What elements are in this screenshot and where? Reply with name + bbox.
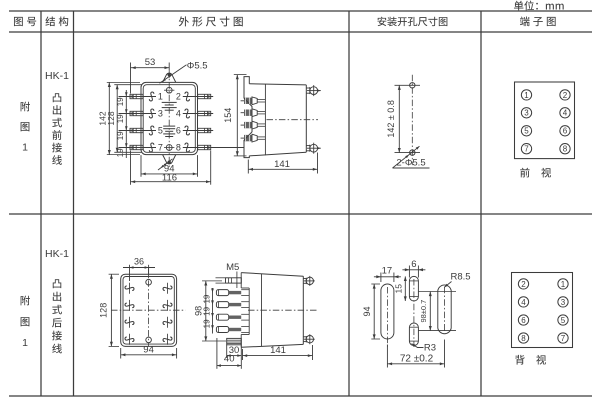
svg-text:19: 19 — [203, 294, 212, 303]
svg-text:4: 4 — [521, 298, 526, 307]
svg-text:19: 19 — [116, 131, 125, 140]
svg-text:8: 8 — [176, 143, 181, 153]
svg-text:72 ±0.2: 72 ±0.2 — [400, 353, 434, 364]
svg-text:8: 8 — [563, 145, 568, 154]
svg-text:36: 36 — [134, 257, 144, 267]
svg-text:19: 19 — [116, 114, 125, 123]
svg-text:7: 7 — [158, 143, 163, 153]
svg-text:154: 154 — [223, 108, 233, 123]
svg-text:141: 141 — [274, 159, 290, 170]
svg-text:6: 6 — [176, 126, 181, 136]
svg-text:98: 98 — [194, 306, 204, 316]
svg-text:98±0.7: 98±0.7 — [419, 300, 428, 323]
svg-text:2: 2 — [563, 91, 568, 100]
svg-text:4: 4 — [563, 109, 568, 118]
svg-text:94: 94 — [362, 306, 372, 316]
svg-text:116: 116 — [162, 172, 177, 183]
svg-text:141: 141 — [270, 345, 286, 356]
svg-text:7: 7 — [561, 334, 566, 343]
svg-text:19: 19 — [203, 319, 212, 328]
svg-text:4: 4 — [176, 109, 181, 119]
svg-text:1: 1 — [158, 92, 163, 102]
svg-text:128: 128 — [98, 303, 108, 318]
svg-text:8: 8 — [521, 334, 526, 343]
svg-text:M5: M5 — [226, 262, 239, 273]
svg-text:19: 19 — [116, 148, 125, 157]
svg-text:3: 3 — [524, 109, 529, 118]
svg-text:5: 5 — [158, 126, 163, 136]
svg-text:53: 53 — [145, 57, 156, 68]
svg-text:3: 3 — [158, 109, 163, 119]
svg-text:2: 2 — [176, 92, 181, 102]
svg-text:1: 1 — [561, 280, 566, 289]
svg-text:15: 15 — [393, 284, 403, 294]
svg-text:R3: R3 — [424, 342, 436, 353]
svg-text:Φ5.5: Φ5.5 — [187, 60, 208, 71]
svg-text:5: 5 — [524, 127, 529, 136]
svg-text:1: 1 — [22, 337, 28, 349]
svg-text:19: 19 — [203, 306, 212, 315]
svg-text:R8.5: R8.5 — [450, 271, 470, 282]
svg-text:128: 128 — [106, 111, 116, 125]
svg-text:142 ± 0.8: 142 ± 0.8 — [386, 100, 396, 137]
svg-text:6: 6 — [521, 316, 526, 325]
svg-text:17: 17 — [382, 265, 393, 276]
svg-text:19: 19 — [116, 97, 125, 106]
svg-text:30: 30 — [229, 345, 240, 356]
svg-text:40: 40 — [224, 354, 235, 365]
svg-text:3: 3 — [561, 298, 566, 307]
svg-text:94: 94 — [143, 345, 154, 356]
svg-text:94: 94 — [164, 163, 175, 174]
svg-text:142: 142 — [97, 111, 107, 125]
svg-text:1: 1 — [524, 91, 529, 100]
svg-text:2: 2 — [521, 280, 526, 289]
svg-text:1: 1 — [22, 142, 28, 154]
svg-text:HK-1: HK-1 — [45, 248, 69, 260]
svg-text:6: 6 — [411, 259, 416, 270]
svg-text:5: 5 — [561, 316, 566, 325]
svg-text:6: 6 — [563, 127, 568, 136]
svg-text:2-Φ5.5: 2-Φ5.5 — [396, 158, 425, 169]
svg-text:HK-1: HK-1 — [45, 70, 69, 82]
svg-text:7: 7 — [524, 145, 529, 154]
